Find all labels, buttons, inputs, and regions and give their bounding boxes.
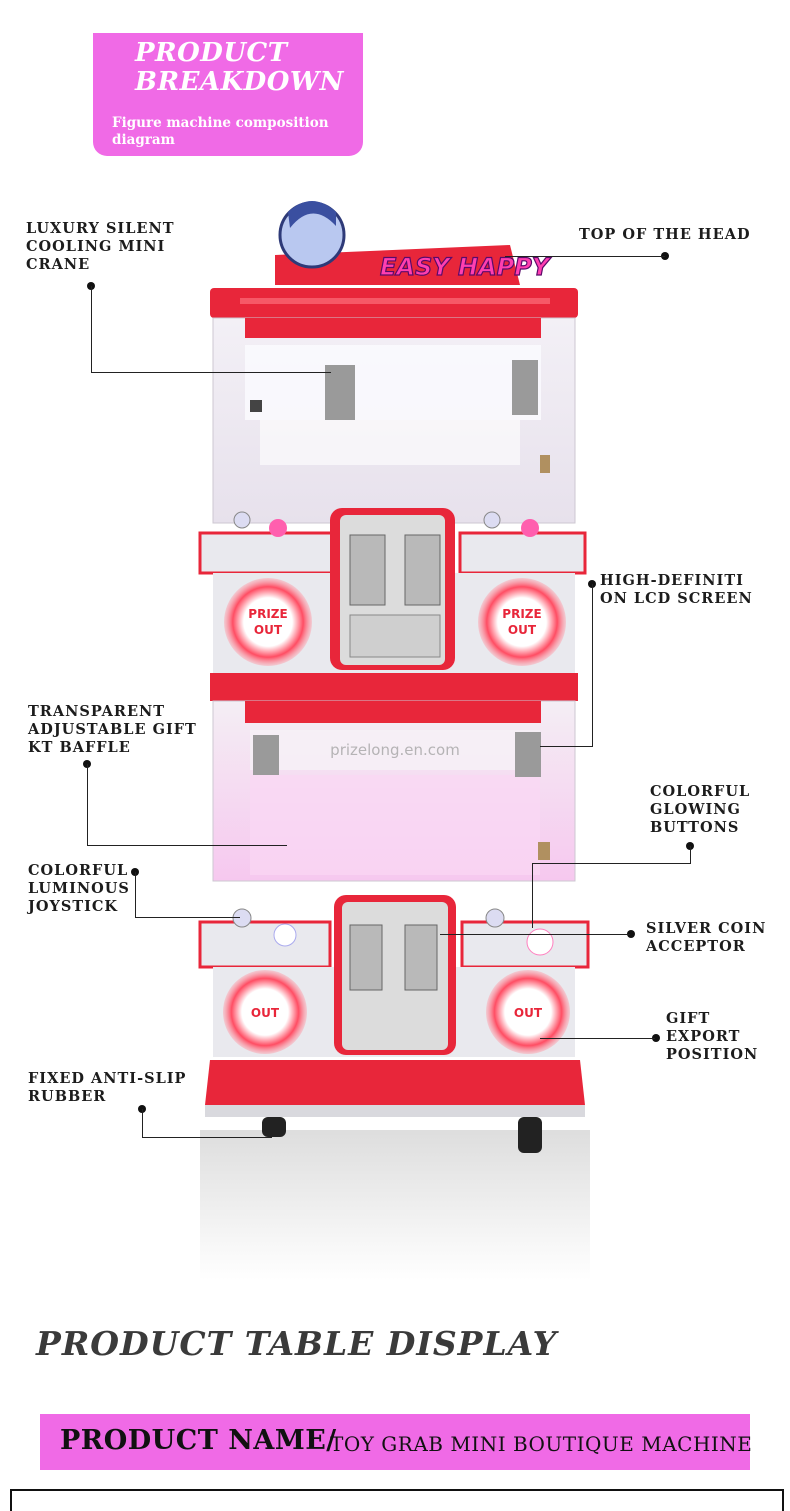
callout-lcd: HIGH-DEFINITI ON LCD SCREEN — [600, 572, 753, 607]
callout-buttons: COLORFUL GLOWING BUTTONS — [650, 783, 751, 836]
callout-baffle: TRANSPARENT ADJUSTABLE GIFT KT BAFFLE — [28, 703, 197, 756]
callout-dot-head — [661, 252, 669, 260]
svg-text:OUT: OUT — [508, 623, 537, 637]
callout-dot-gift — [652, 1034, 660, 1042]
product-name-bar: PRODUCT NAME/ TOY GRAB MINI BOUTIQUE MAC… — [40, 1414, 753, 1470]
svg-text:PRIZE: PRIZE — [502, 607, 541, 621]
gift-out-right — [486, 970, 570, 1054]
header-subtitle: Figure machine composition diagram — [112, 115, 329, 148]
callout-coin: SILVER COIN ACCEPTOR — [646, 920, 767, 955]
callout-crane: LUXURY SILENT COOLING MINI CRANE — [26, 220, 175, 273]
claw-machine-illustration: EASY HAPPY PRIZE OUT PRIZE OUT prizelong… — [198, 201, 590, 1280]
middle-rim — [210, 673, 578, 701]
upper-right-control-panel — [458, 531, 587, 575]
header-title-line1: PRODUCT — [135, 38, 288, 68]
prize-out-left — [224, 578, 312, 666]
callout-rubber: FIXED ANTI-SLIP RUBBER — [28, 1070, 187, 1105]
callout-head: TOP OF THE HEAD — [579, 226, 751, 243]
wheel-left — [262, 1117, 286, 1137]
coin-acceptor-lower-right — [404, 924, 438, 991]
svg-text:PRIZE: PRIZE — [248, 607, 287, 621]
base — [205, 1060, 585, 1105]
lower-right-control-panel — [460, 920, 590, 969]
spec-table-top — [10, 1489, 784, 1511]
header-title: PRODUCT BREAKDOWN — [135, 39, 344, 97]
upper-left-control-panel — [198, 531, 337, 575]
coin-acceptor-lower-left — [349, 924, 383, 991]
glowing-button-right — [526, 928, 554, 956]
logo-text: EASY HAPPY — [380, 253, 552, 281]
crane-claw-upper-left — [325, 365, 355, 420]
joystick-icon — [232, 908, 252, 928]
coin-acceptor-upper-left — [349, 534, 386, 606]
section-title: PRODUCT TABLE DISPLAY — [36, 1324, 558, 1363]
gift-out-left — [223, 970, 307, 1054]
crane-claw-upper-right — [512, 360, 538, 415]
callout-dot-coin — [627, 930, 635, 938]
glowing-button-left — [273, 923, 297, 947]
floor-reflection — [200, 1130, 590, 1280]
prize-out-right — [478, 578, 566, 666]
wheel-right — [518, 1117, 542, 1153]
watermark: prizelong.en.com — [330, 741, 460, 759]
lower-left-control-panel — [198, 920, 332, 969]
svg-text:OUT: OUT — [514, 1006, 543, 1020]
header-banner: PRODUCT BREAKDOWN Figure machine composi… — [93, 33, 363, 156]
callout-gift: GIFT EXPORT POSITION — [666, 1010, 759, 1063]
crane-claw-lower-right — [515, 732, 541, 777]
product-name-value: TOY GRAB MINI BOUTIQUE MACHINE — [330, 1432, 753, 1456]
product-name-label: PRODUCT NAME/ — [60, 1425, 337, 1456]
header-title-line2: BREAKDOWN — [135, 67, 344, 97]
svg-text:OUT: OUT — [251, 1006, 280, 1020]
callout-joystick: COLORFUL LUMINOUS JOYSTICK — [28, 862, 130, 915]
svg-text:OUT: OUT — [254, 623, 283, 637]
crane-claw-lower-left — [253, 735, 279, 775]
coin-acceptor-upper-right — [404, 534, 441, 606]
